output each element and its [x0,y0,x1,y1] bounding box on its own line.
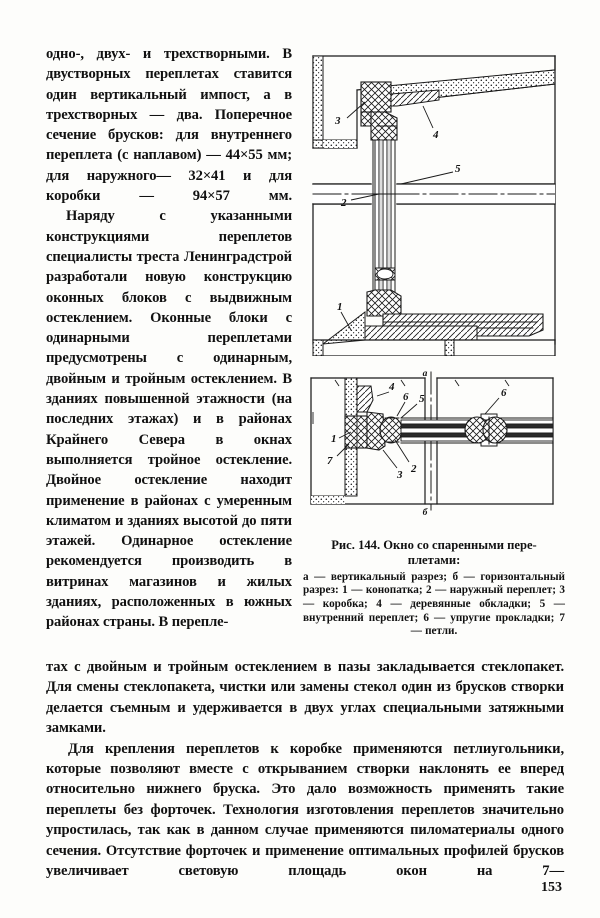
figure-caption: Рис. 144. Окно со спаренными пере- плета… [303,538,565,639]
callout-b-5: 5 [419,393,425,405]
diagram-vertical-section: 3 4 5 2 1 [305,44,563,356]
section-label-top: а [423,369,428,379]
figure-144: 3 4 5 2 1 [305,44,563,516]
callout-1: 1 [337,301,343,313]
callout-b-2: 2 [410,463,417,475]
caption-legend: а — вертикальный разрез; б — горизонталь… [303,570,565,638]
callout-5: 5 [455,163,461,175]
callout-b-1: 1 [331,433,337,445]
paragraph-3: тах с двойным и тройным остеклением в па… [46,659,564,737]
paragraph-4: Для крепления переплетов к коробке приме… [46,740,564,880]
callout-b-6-left: 6 [403,391,409,403]
callout-b-6-right: 6 [501,387,507,399]
page-number: 153 [541,880,562,895]
bottom-text-column: тах с двойным и тройным остеклением в па… [46,657,564,881]
caption-title: Рис. 144. Окно со спаренными пере- плета… [303,538,565,569]
left-text-column: одно-, двух- и трехстворными. В двуствор… [46,44,292,633]
callout-b-7: 7 [327,455,333,467]
callout-3: 3 [334,115,341,127]
paragraph-1: одно-, двух- и трехстворными. В двуствор… [46,46,292,205]
callout-b-3: 3 [396,469,403,481]
caption-title-line-2: плетами: [407,553,461,568]
callout-b-4: 4 [388,381,395,393]
callout-2: 2 [340,197,347,209]
diagram-horizontal-section: 4 6 5 6 1 7 3 2 а б [305,368,563,516]
section-label-bottom: б [423,507,429,516]
paragraph-2: Наряду с указанными конструкциями перепл… [46,208,292,631]
callout-4: 4 [432,129,439,141]
caption-title-line-1: Рис. 144. Окно со спаренными пере- [331,538,537,552]
